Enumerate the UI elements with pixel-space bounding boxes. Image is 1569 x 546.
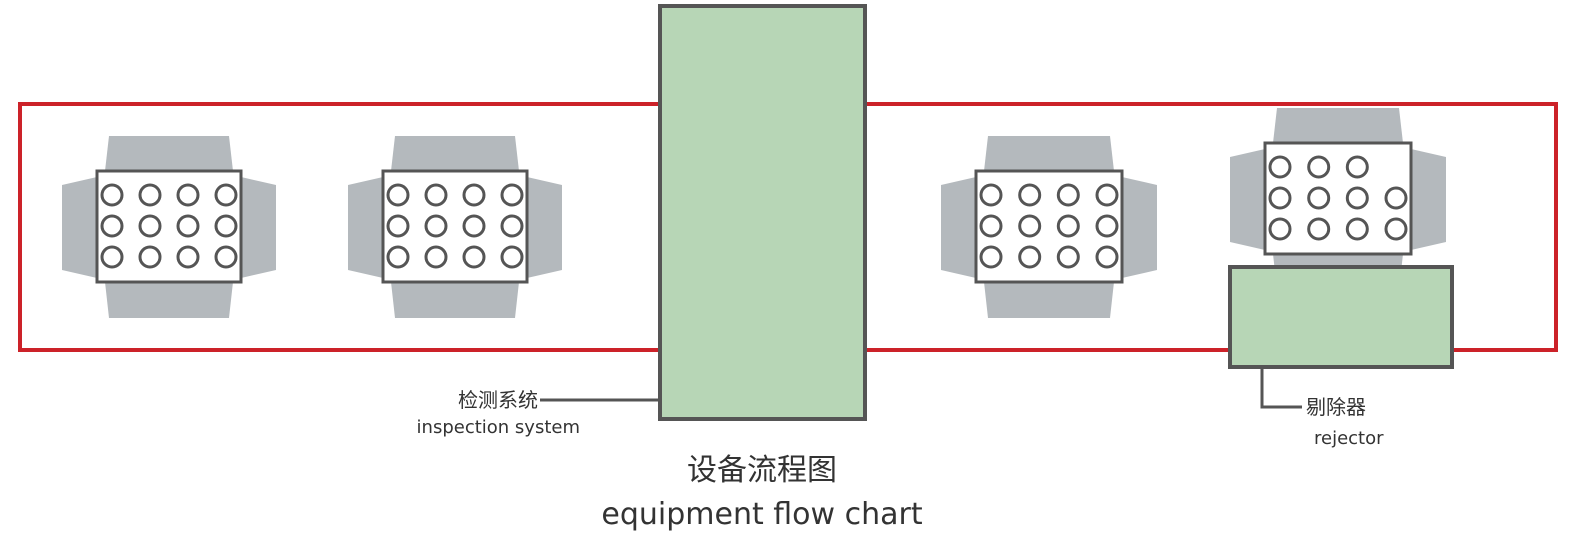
pill-cavity — [1384, 186, 1408, 210]
pill-cavity — [386, 245, 410, 269]
pill-cavity — [138, 214, 162, 238]
rejector-box — [1228, 265, 1454, 369]
pill-cavity — [424, 183, 448, 207]
rejector-label-cn: 剔除器 — [1306, 395, 1366, 419]
pill-cavity — [1307, 186, 1331, 210]
pack-left-flap — [348, 177, 383, 278]
pack-bottom-flap — [391, 282, 519, 318]
pack-right-flap — [1411, 149, 1446, 250]
pack-left-flap — [941, 177, 976, 278]
pill-cavity — [1268, 186, 1292, 210]
packs-layer — [62, 108, 1446, 318]
pill-cavity — [1018, 245, 1042, 269]
pill-cavity — [386, 183, 410, 207]
pill-cavity — [386, 214, 410, 238]
pill-cavity — [1095, 214, 1119, 238]
pack-left-flap — [62, 177, 97, 278]
blister-pack-rejected — [1230, 108, 1446, 290]
blister-pack-3 — [941, 136, 1157, 318]
pill-cavity — [138, 183, 162, 207]
pill-cavity — [500, 245, 524, 269]
pill-cavity — [1095, 183, 1119, 207]
pill-cavity — [1384, 217, 1408, 241]
pill-cavity — [100, 214, 124, 238]
pill-cavity — [214, 245, 238, 269]
pill-cavity — [1345, 217, 1369, 241]
pill-cavity — [176, 214, 200, 238]
pill-cavity — [100, 245, 124, 269]
pack-right-flap — [1122, 177, 1157, 278]
pill-cavity — [1056, 245, 1080, 269]
pack-top-flap — [391, 136, 519, 171]
pack-right-flap — [527, 177, 562, 278]
chart-title-cn: 设备流程图 — [687, 453, 837, 488]
pack-left-flap — [1230, 149, 1265, 250]
pill-cavity — [214, 183, 238, 207]
pack-bottom-flap — [984, 282, 1114, 318]
pack-top-flap — [105, 136, 233, 171]
pill-cavity — [176, 183, 200, 207]
pill-cavity — [1018, 183, 1042, 207]
pill-cavity — [1056, 183, 1080, 207]
rejector-label-en: rejector — [1314, 428, 1384, 449]
pack-right-flap — [241, 177, 276, 278]
blister-pack-2 — [348, 136, 562, 318]
pill-cavity — [1307, 217, 1331, 241]
pill-cavity — [979, 183, 1003, 207]
pill-cavity — [500, 214, 524, 238]
chart-title-en: equipment flow chart — [601, 497, 922, 532]
blister-pack-1 — [62, 136, 276, 318]
pill-cavity — [462, 214, 486, 238]
pill-cavity — [138, 245, 162, 269]
pill-cavity — [979, 214, 1003, 238]
pill-cavity — [1018, 214, 1042, 238]
pack-bottom-flap — [105, 282, 233, 318]
pack-top-flap — [984, 136, 1114, 171]
pill-cavity — [1056, 214, 1080, 238]
pill-cavity — [1345, 186, 1369, 210]
inspection-label-cn: 检测系统 — [458, 388, 538, 412]
pill-cavity — [100, 183, 124, 207]
inspection-label-en: inspection system — [417, 417, 580, 438]
pill-cavity — [1268, 217, 1292, 241]
pill-cavity — [979, 245, 1003, 269]
pill-cavity — [424, 245, 448, 269]
pill-cavity — [1307, 155, 1331, 179]
pack-top-flap — [1273, 108, 1403, 143]
pill-cavity — [462, 183, 486, 207]
pill-cavity — [176, 245, 200, 269]
pill-cavity — [462, 245, 486, 269]
pill-cavity — [1268, 155, 1292, 179]
rejector-leader-line — [1260, 367, 1302, 409]
pill-cavity — [214, 214, 238, 238]
pill-cavity — [500, 183, 524, 207]
pill-cavity — [1095, 245, 1119, 269]
pill-cavity — [424, 214, 448, 238]
inspection-system-box — [658, 4, 867, 421]
pill-cavity — [1345, 155, 1369, 179]
